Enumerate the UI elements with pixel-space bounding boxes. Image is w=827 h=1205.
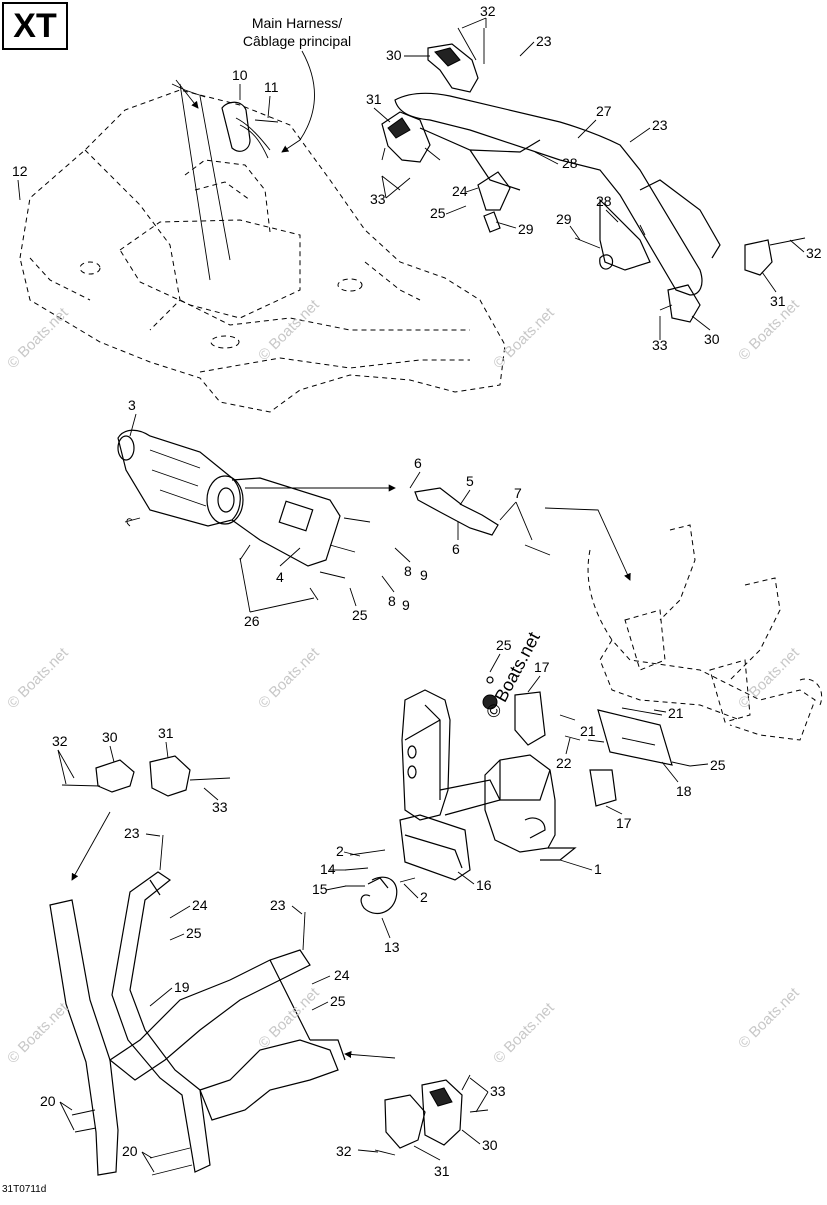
bracket-5 [414, 487, 499, 536]
callout: 24 [452, 183, 468, 199]
mount-17-right [589, 769, 617, 807]
callout: 23 [652, 117, 668, 133]
callout: 8 [404, 563, 412, 579]
callout: 32 [806, 245, 822, 261]
winch-assembly [117, 429, 371, 601]
callout: 25 [496, 637, 512, 653]
bracket-30-bottom [421, 1079, 463, 1146]
leader-lines [17, 17, 805, 1173]
callout: 30 [102, 729, 118, 745]
bracket-31-bottom [384, 1094, 426, 1149]
callout: 25 [186, 925, 202, 941]
fender-body-panel [19, 89, 506, 413]
callout: 33 [212, 799, 228, 815]
callout: 8 [388, 593, 396, 609]
callout: 26 [244, 613, 260, 629]
callout: 17 [534, 659, 550, 675]
callout: 24 [334, 967, 350, 983]
callout: 23 [270, 897, 286, 913]
plate-18 [597, 709, 673, 766]
bracket-30-left [95, 759, 135, 793]
rear-rack-tube [394, 92, 721, 296]
bracket-30-right [667, 284, 701, 323]
callout: 25 [330, 993, 346, 1009]
callout: 32 [480, 3, 496, 19]
callout: 30 [482, 1137, 498, 1153]
callout: 31 [366, 91, 382, 107]
harness-clip [221, 101, 279, 159]
front-frame [587, 524, 823, 741]
bracket-30-top [427, 43, 479, 93]
front-bumper [399, 689, 577, 881]
main-harness-label-fr: Câblage principal [242, 33, 352, 49]
callout: 32 [52, 733, 68, 749]
callout: 1 [594, 861, 602, 877]
callout: 4 [276, 569, 284, 585]
callout: 17 [616, 815, 632, 831]
callout: 12 [12, 163, 28, 179]
callout: 33 [370, 191, 386, 207]
callout: 21 [668, 705, 684, 721]
callout: 33 [490, 1083, 506, 1099]
callout: 21 [580, 723, 596, 739]
drawing-code: 31T0711d [2, 1184, 47, 1195]
callout-labels: 32 23 30 10 11 31 27 23 12 28 24 33 25 2… [12, 3, 822, 1179]
callout: 29 [556, 211, 572, 227]
callout: 2 [336, 843, 344, 859]
callout: 25 [430, 205, 446, 221]
main-harness-label: Main Harness/ Câblage principal [222, 14, 372, 50]
bracket-31-left [149, 755, 191, 797]
front-rack-tube [49, 871, 346, 1176]
callout: 19 [174, 979, 190, 995]
callout: 30 [386, 47, 402, 63]
callout: 27 [596, 103, 612, 119]
callout: 15 [312, 881, 328, 897]
callout: 14 [320, 861, 336, 877]
callout: 30 [704, 331, 720, 347]
callout: 32 [336, 1143, 352, 1159]
callout: 7 [514, 485, 522, 501]
callout: 11 [264, 79, 279, 95]
callout: 25 [710, 757, 726, 773]
callout: 29 [518, 221, 534, 237]
callout: 20 [40, 1093, 56, 1109]
callout: 33 [652, 337, 668, 353]
main-harness-label-en: Main Harness/ [251, 15, 343, 31]
callout: 18 [676, 783, 692, 799]
callout: 28 [596, 193, 612, 209]
callout: 25 [352, 607, 368, 623]
callout: 9 [420, 567, 428, 583]
callout: 5 [466, 473, 474, 489]
callout: 23 [124, 825, 140, 841]
callout: 13 [384, 939, 400, 955]
callout: 31 [158, 725, 174, 741]
callout: 9 [402, 597, 410, 613]
model-badge: XT [2, 2, 68, 50]
callout: 22 [556, 755, 572, 771]
callout: 6 [414, 455, 422, 471]
callout: 16 [476, 877, 492, 893]
callout: 31 [770, 293, 786, 309]
callout: 20 [122, 1143, 138, 1159]
bracket-31-right [744, 239, 773, 276]
callout: 2 [420, 889, 428, 905]
callout: 6 [452, 541, 460, 557]
callout: 3 [128, 397, 136, 413]
hook-13 [360, 876, 398, 915]
callout: 31 [434, 1163, 450, 1179]
callout: 28 [562, 155, 578, 171]
callout: 10 [232, 67, 248, 83]
callout: 24 [192, 897, 208, 913]
mount-17-left [514, 691, 546, 746]
callout: 23 [536, 33, 552, 49]
bracket-31-top [381, 111, 431, 163]
